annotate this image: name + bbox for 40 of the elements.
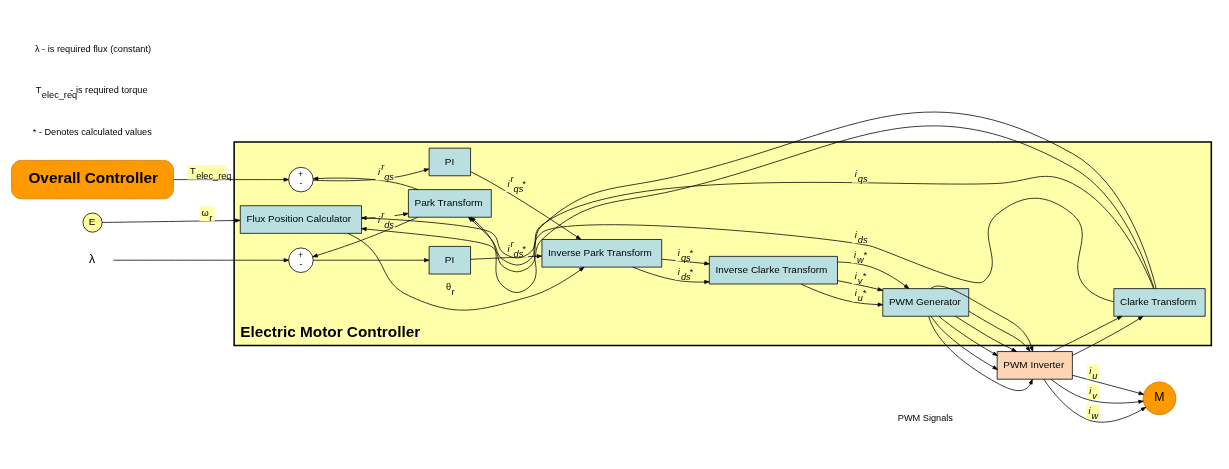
arrow — [1072, 374, 1144, 396]
arrow — [837, 261, 910, 289]
arrow — [938, 316, 998, 356]
arrow — [361, 212, 409, 219]
arrow — [1052, 315, 1123, 352]
node-text: λ — [89, 252, 96, 267]
label: λ - is required flux (constant) — [34, 44, 152, 55]
arrow — [470, 254, 543, 260]
arrow — [930, 285, 1034, 352]
arrow — [661, 258, 710, 266]
arrow — [312, 168, 430, 182]
node-box: Clarke Transform — [1113, 288, 1206, 317]
arrow — [800, 283, 883, 307]
node-box: PWM Inverter — [996, 351, 1073, 380]
arrow — [312, 176, 419, 190]
arrow — [1050, 378, 1144, 404]
node-box: PI — [428, 246, 471, 275]
node-box: Park Transform — [408, 189, 492, 218]
arrow — [312, 216, 419, 258]
arrow — [955, 315, 1017, 352]
arrow — [928, 316, 1033, 391]
arrow — [347, 233, 585, 311]
arrow — [1071, 315, 1144, 356]
node-box: Inverse Clarke Transform — [708, 256, 838, 285]
node-circle: + - — [288, 247, 314, 273]
node-circle: + - — [288, 166, 314, 193]
arrow — [968, 310, 1031, 352]
node-box: PI — [428, 147, 471, 177]
node-box: Overall Controller — [11, 160, 174, 200]
arrow — [113, 258, 289, 263]
node-box: PWM Generator — [882, 288, 970, 317]
node-circle: E — [82, 212, 103, 233]
label: PWM Signals — [897, 413, 953, 424]
label: * - Denotes calculated values — [32, 127, 152, 138]
node-box: Inverse Park Transform — [541, 239, 663, 268]
arrow — [837, 280, 883, 292]
arrow — [930, 315, 998, 370]
arrow — [312, 258, 430, 263]
arrow — [101, 218, 241, 223]
node-box: Flux Position Calculator — [239, 205, 362, 234]
